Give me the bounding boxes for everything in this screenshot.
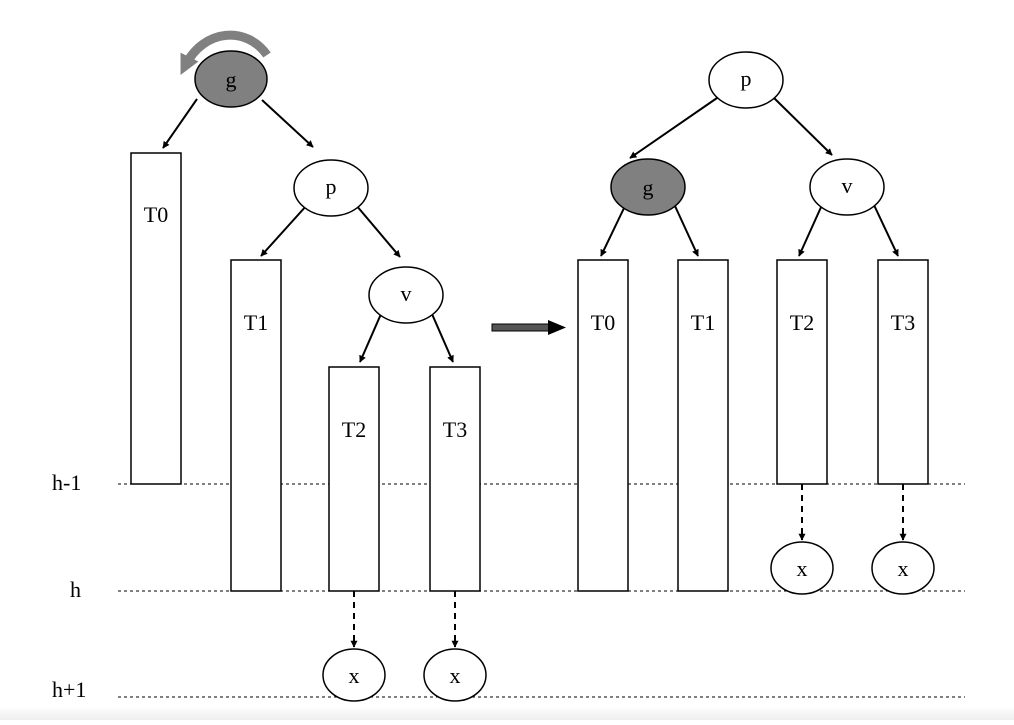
edge-g-t0	[162, 98, 198, 149]
subtree-t0	[130, 152, 182, 485]
right-tree: T0 T1 T2 T3 p g v x x	[577, 51, 935, 595]
node-x-under-t2-label: x	[797, 556, 808, 581]
node-g-shaded	[194, 50, 268, 108]
subtree-t3	[877, 259, 929, 485]
node-x-under-t3-label: x	[450, 663, 461, 688]
node-x-under-t2	[770, 541, 834, 595]
node-x-under-t3	[871, 541, 935, 595]
node-x-under-t3-label: x	[898, 556, 909, 581]
subtree-t3	[429, 366, 481, 592]
edge-p-v	[355, 204, 401, 258]
subtree-t0	[577, 259, 629, 592]
subtree-t0-label: T0	[591, 310, 615, 335]
node-v	[368, 266, 444, 324]
subtree-t2	[328, 366, 380, 592]
bottom-edge-shadow	[0, 706, 1014, 720]
node-x-under-t2-label: x	[349, 663, 360, 688]
node-g-shaded	[610, 158, 686, 216]
level-label-h-plus-1: h+1	[52, 677, 86, 702]
node-g-label: g	[643, 175, 654, 200]
subtree-t1-label: T1	[691, 310, 715, 335]
subtree-t3-label: T3	[891, 310, 915, 335]
edge-p-g	[629, 97, 718, 159]
subtree-t1	[677, 259, 729, 592]
level-label-h-minus-1: h-1	[52, 470, 81, 495]
edge-v-t2	[359, 313, 382, 363]
subtree-t1	[230, 259, 282, 592]
rotation-arrow-icon	[180, 30, 271, 75]
subtree-t3-label: T3	[443, 417, 467, 442]
subtree-t2	[776, 259, 828, 485]
edge-p-v	[773, 97, 833, 156]
subtree-t2-label: T2	[342, 417, 366, 442]
right-arrow-icon	[491, 320, 566, 335]
node-v-label: v	[401, 281, 412, 306]
edge-v-t2	[798, 204, 823, 257]
left-tree: T0 T1 T2 T3 g p v x x	[130, 30, 487, 702]
edge-g-p	[261, 99, 314, 148]
node-x-under-t2	[322, 648, 386, 702]
node-p-label: p	[741, 66, 752, 91]
node-p	[293, 159, 369, 217]
edge-v-t3	[873, 204, 899, 257]
edge-g-t0	[600, 205, 626, 257]
edge-g-t1	[674, 205, 699, 257]
subtree-t2-label: T2	[790, 310, 814, 335]
node-p-label: p	[326, 174, 337, 199]
node-v-label: v	[842, 173, 853, 198]
node-x-under-t3	[423, 648, 487, 702]
subtree-t1-label: T1	[244, 310, 268, 335]
node-g-label: g	[226, 67, 237, 92]
subtree-t0-label: T0	[144, 202, 168, 227]
edge-v-t3	[431, 313, 454, 363]
edge-p-t1	[260, 204, 308, 257]
node-v	[809, 158, 885, 216]
level-label-h: h	[70, 577, 81, 602]
node-p	[708, 51, 784, 109]
